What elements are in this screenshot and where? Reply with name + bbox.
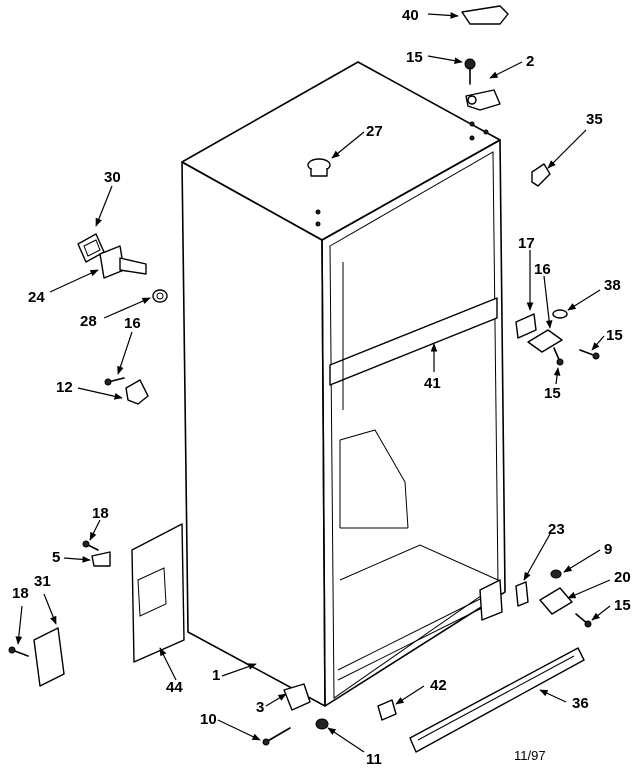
- callout-15: 15: [544, 385, 561, 402]
- grille-slot: [417, 655, 575, 741]
- cabinet: [181, 61, 506, 707]
- hinge-part-20: [539, 587, 573, 615]
- screw-head: [262, 738, 270, 746]
- hinge-bracket-right: [515, 313, 537, 339]
- hinge-part-left: [125, 379, 149, 405]
- callout-38: 38: [604, 277, 621, 294]
- screw-head: [104, 378, 112, 386]
- callout-27: 27: [366, 123, 383, 140]
- hinge-pin: [467, 95, 477, 105]
- bottom-hinge-mount: [479, 579, 503, 621]
- screw-hole: [483, 129, 489, 135]
- cabinet-left-side: [181, 161, 326, 707]
- callout-20: 20: [614, 569, 631, 586]
- callout-15: 15: [614, 597, 631, 614]
- screw-head: [82, 540, 90, 548]
- callout-24: 24: [28, 289, 45, 306]
- grille-part: [409, 647, 585, 753]
- bracket-cutout: [137, 567, 167, 617]
- screw-head: [592, 352, 600, 360]
- hinge-bracket-lower: [515, 581, 529, 607]
- screw-hole: [315, 209, 321, 215]
- callout-1: 1: [212, 667, 220, 684]
- screw-head: [584, 620, 592, 628]
- bezel-inner: [83, 239, 101, 257]
- callout-10: 10: [200, 711, 217, 728]
- screw-head: [8, 646, 16, 654]
- bottom-front-rail-lower: [337, 599, 499, 681]
- bottom-front-rail: [337, 589, 499, 671]
- date-code: 11/97: [514, 748, 546, 763]
- screw-part-10: [265, 727, 291, 743]
- callout-23: 23: [548, 521, 565, 538]
- callout-15: 15: [606, 327, 623, 344]
- callout-28: 28: [80, 313, 97, 330]
- plug-part: [531, 163, 551, 187]
- callout-18: 18: [12, 585, 29, 602]
- ring-hole: [156, 292, 164, 300]
- cover-part: [33, 627, 65, 687]
- clip-part: [377, 699, 397, 721]
- callout-15: 15: [406, 49, 423, 66]
- callout-44: 44: [166, 679, 183, 696]
- control-shaft: [119, 257, 147, 275]
- callout-36: 36: [572, 695, 589, 712]
- callout-3: 3: [256, 699, 264, 716]
- hinge-part-5: [91, 551, 111, 567]
- nut-part-9: [550, 569, 562, 579]
- crisper-cover-left: [339, 429, 409, 529]
- leader-lines: [15, 12, 611, 753]
- callout-42: 42: [430, 677, 447, 694]
- callout-40: 40: [402, 7, 419, 24]
- liner-bottom: [339, 544, 499, 581]
- callout-30: 30: [104, 169, 121, 186]
- screw-hole: [469, 135, 475, 141]
- screw-hole: [469, 121, 475, 127]
- callout-41: 41: [424, 375, 441, 392]
- callout-labels: 40 15 2 35 27 30 24 28 16 12 17 16 38 15…: [12, 7, 631, 768]
- cabinet-front-opening: [329, 151, 499, 699]
- bracket-part: [131, 523, 185, 663]
- cabinet-front-frame: [321, 139, 506, 707]
- callout-18: 18: [92, 505, 109, 522]
- button-stem: [310, 168, 328, 177]
- top-hinge-part: [465, 89, 501, 111]
- callout-9: 9: [604, 541, 612, 558]
- callout-11: 11: [366, 751, 382, 768]
- callout-35: 35: [586, 111, 603, 128]
- callout-5: 5: [52, 549, 60, 566]
- nut-part: [315, 718, 329, 730]
- hinge-plate-right: [527, 329, 563, 353]
- washer-part: [552, 309, 568, 319]
- callout-31: 31: [34, 573, 51, 590]
- callout-12: 12: [56, 379, 73, 396]
- callout-16: 16: [124, 315, 141, 332]
- divider-mullion: [329, 297, 498, 386]
- hinge-part-3: [283, 683, 311, 711]
- ring-part: [152, 289, 168, 303]
- callout-16: 16: [534, 261, 551, 278]
- callout-2: 2: [526, 53, 534, 70]
- callout-17: 17: [518, 235, 535, 252]
- screw-head: [556, 358, 564, 366]
- screw-hole: [315, 221, 321, 227]
- hinge-cover-part: [461, 5, 509, 25]
